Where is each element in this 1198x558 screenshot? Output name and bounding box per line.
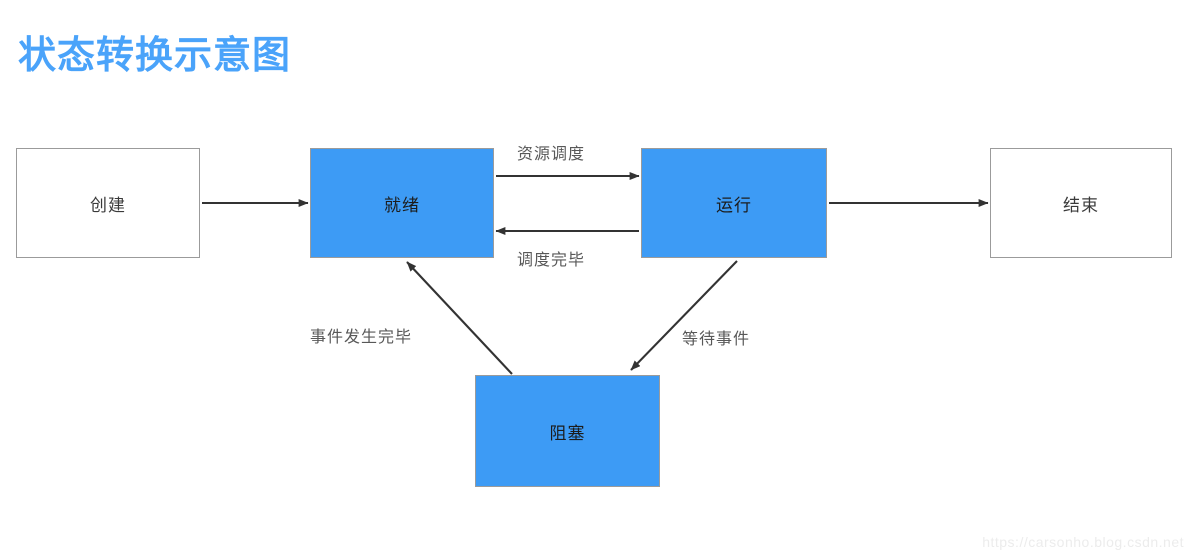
node-running-label: 运行	[716, 195, 752, 215]
edge-label-resource-schedule: 资源调度	[517, 146, 586, 163]
node-ready[interactable]: 就绪	[310, 148, 494, 258]
page-title: 状态转换示意图	[18, 35, 292, 77]
node-running[interactable]: 运行	[641, 148, 827, 258]
edge-label-event-done: 事件发生完毕	[310, 329, 413, 346]
edge-label-schedule-done: 调度完毕	[517, 252, 586, 269]
node-blocked-label: 阻塞	[549, 423, 586, 443]
watermark: https://carsonho.blog.csdn.net	[982, 534, 1184, 550]
node-create-label: 创建	[90, 195, 126, 215]
node-create[interactable]: 创建	[16, 148, 200, 258]
edge-running-to-blocked	[630, 260, 738, 371]
node-end[interactable]: 结束	[990, 148, 1172, 258]
node-ready-label: 就绪	[384, 195, 420, 215]
node-end-label: 结束	[1063, 195, 1099, 215]
edge-blocked-to-ready	[406, 261, 513, 375]
node-blocked[interactable]: 阻塞	[475, 375, 660, 487]
edge-label-wait-event: 等待事件	[682, 331, 751, 348]
